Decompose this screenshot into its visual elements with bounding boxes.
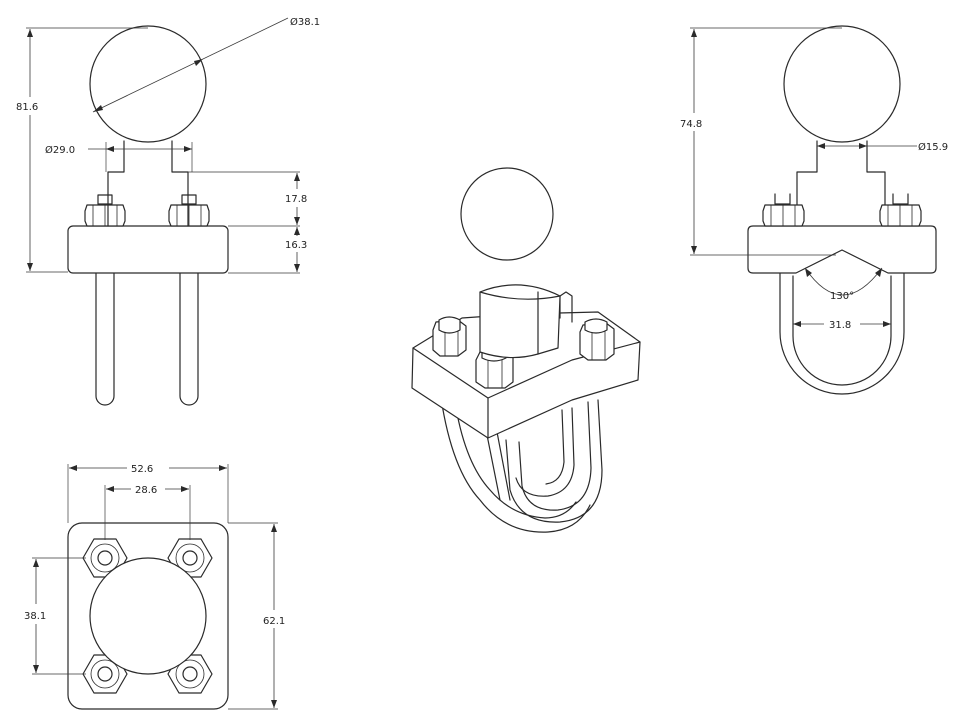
side-nut-left: [762, 204, 805, 227]
iso-ubolt-mid: [515, 407, 575, 497]
side-ball: [783, 25, 901, 143]
dim-bolt-spacing-y: 38.1: [24, 611, 46, 622]
dim-ubolt-inner-width: 31.8: [829, 320, 851, 331]
dim-base-depth: 62.1: [263, 616, 285, 627]
side-ubolt-outer: [779, 269, 905, 395]
dim-overall-height-side: 74.8: [680, 119, 702, 130]
side-neck: [796, 140, 886, 227]
side-view: 74.8 Ø15.9 130° 31.8: [680, 25, 948, 395]
iso-nut-back-left: [432, 316, 467, 357]
front-ubolt-leg-left: [95, 271, 115, 406]
front-base-plate: [67, 225, 229, 274]
front-nut-left: [84, 204, 126, 227]
dim-v-angle: 130°: [830, 291, 854, 302]
top-view: 52.6 28.6 38.1 62.1: [24, 464, 285, 710]
front-view: Ø38.1 81.6 Ø29.0 17.8 16.3: [16, 16, 320, 406]
iso-ubolt-back-outer: [505, 399, 603, 523]
dim-base-width: 52.6: [131, 464, 153, 475]
iso-ubolt-front-outer: [440, 397, 591, 533]
side-nut-right: [879, 204, 922, 227]
iso-ball: [460, 167, 554, 261]
front-nut-right: [168, 204, 210, 227]
dim-overall-height-front: 81.6: [16, 102, 38, 113]
dim-nut-height: 17.8: [285, 194, 307, 205]
dim-neck-diameter-side: Ø15.9: [918, 141, 948, 153]
front-ubolt-leg-right: [179, 271, 199, 406]
top-ball: [89, 557, 207, 675]
dim-bolt-spacing-x: 28.6: [135, 485, 157, 496]
side-ubolt-inner: [792, 275, 892, 386]
front-neck: [107, 140, 189, 227]
iso-nut-right: [579, 318, 615, 361]
dim-base-height: 16.3: [285, 240, 307, 251]
isometric-view: [411, 167, 641, 533]
iso-neck: [479, 284, 561, 359]
dim-ball-diameter: Ø38.1: [290, 16, 320, 28]
front-ball: [89, 25, 207, 143]
dim-neck-diameter-front: Ø29.0: [45, 144, 75, 156]
side-base-block: [747, 225, 937, 274]
